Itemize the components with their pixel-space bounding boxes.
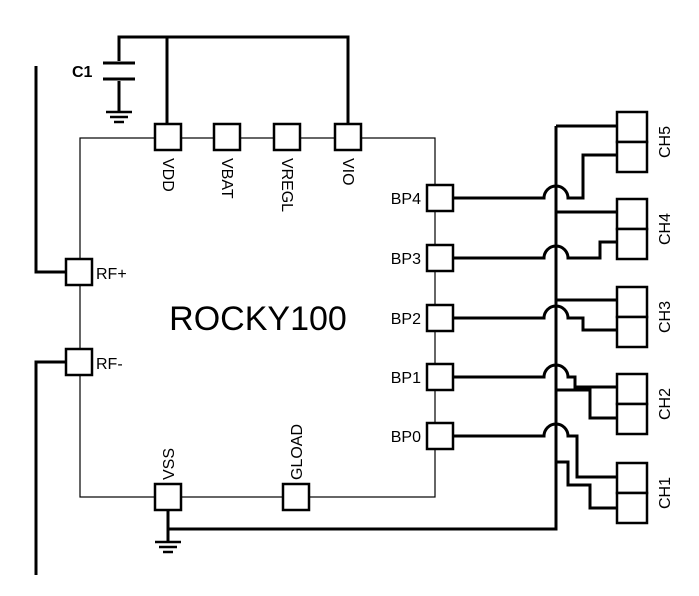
pin-bp1 xyxy=(425,362,455,392)
pin-vregl xyxy=(272,122,302,152)
channel-label-ch5: CH5 xyxy=(657,126,674,158)
connector-ch2 xyxy=(615,372,649,436)
pin-label-bp0: BP0 xyxy=(391,429,421,446)
rf-wiring xyxy=(34,66,66,575)
channel-label-ch2: CH2 xyxy=(657,388,674,420)
bottom-wiring xyxy=(166,126,558,542)
channel-label-ch3: CH3 xyxy=(657,301,674,333)
top-pin-boxes xyxy=(153,122,363,152)
connector-ch3 xyxy=(615,285,649,349)
channel-label-ch1: CH1 xyxy=(657,477,674,509)
pin-label-vregl: VREGL xyxy=(278,158,295,212)
pin-vio xyxy=(333,122,363,152)
connector-ch4 xyxy=(615,197,649,261)
pin-gload xyxy=(281,482,311,512)
channel-connectors xyxy=(615,110,649,525)
ground-icon-chip xyxy=(155,540,181,554)
left-pin-boxes xyxy=(64,257,94,377)
pin-rf-minus xyxy=(64,347,94,377)
pin-label-bp1: BP1 xyxy=(391,370,421,387)
pin-label-rf-minus: RF- xyxy=(96,356,123,373)
pin-vss xyxy=(153,482,183,512)
capacitor-c1 xyxy=(103,61,135,81)
connector-ch1 xyxy=(615,461,649,525)
bottom-pin-boxes xyxy=(153,482,311,512)
pin-bp3 xyxy=(425,243,455,273)
pin-label-rf-plus: RF+ xyxy=(96,266,127,283)
pin-vdd xyxy=(153,122,183,152)
bp-wiring xyxy=(453,124,617,510)
ground-icon xyxy=(106,110,132,124)
capacitor-label: C1 xyxy=(72,64,93,81)
power-wiring xyxy=(117,35,350,124)
pin-label-vss: VSS xyxy=(161,448,178,480)
pin-bp4 xyxy=(425,183,455,213)
pin-label-bp3: BP3 xyxy=(391,251,421,268)
pin-bp2 xyxy=(425,303,455,333)
pin-label-bp4: BP4 xyxy=(391,191,421,208)
right-pin-boxes xyxy=(425,183,455,451)
pin-label-vdd: VDD xyxy=(159,158,176,192)
pin-label-vio: VIO xyxy=(339,158,356,186)
channel-label-ch4: CH4 xyxy=(657,213,674,245)
pin-bp0 xyxy=(425,421,455,451)
connector-ch5 xyxy=(615,110,649,174)
pin-label-gload: GLOAD xyxy=(289,424,306,480)
pin-vbat xyxy=(212,122,242,152)
chip-name: ROCKY100 xyxy=(169,300,347,338)
pin-label-bp2: BP2 xyxy=(391,311,421,328)
pin-rf-plus xyxy=(64,257,94,287)
pin-label-vbat: VBAT xyxy=(218,158,235,199)
